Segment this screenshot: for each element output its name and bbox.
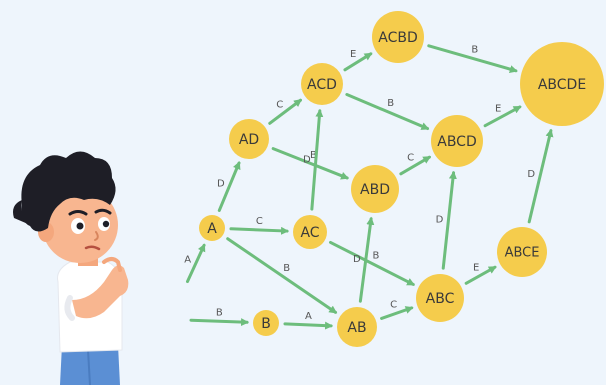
node-label-A: A <box>207 221 217 237</box>
node-ABCD: ABCD <box>431 115 483 167</box>
node-label-AC: AC <box>300 225 319 241</box>
node-circle-B <box>253 310 279 336</box>
edge-label-AD-ACD: C <box>276 100 283 111</box>
node-circle-ACBD <box>372 11 424 63</box>
node-label-ABCE: ABCE <box>505 246 540 261</box>
edge-ABD-ABCD <box>399 155 432 176</box>
edge-label-ACD-ABCD: B <box>387 98 394 109</box>
node-ACBD: ACBD <box>372 11 424 63</box>
edge-label-AB-ABD: D <box>353 254 361 265</box>
edge-label-A-AC: C <box>256 216 263 227</box>
node-label-ACBD: ACBD <box>378 30 418 46</box>
edge-ABCD-ABCDE <box>483 105 522 128</box>
node-label-B: B <box>261 316 271 332</box>
node-circle-ABD <box>351 165 399 213</box>
node-circle-AB <box>337 307 377 347</box>
node-circle-ABCD <box>431 115 483 167</box>
node-ABCE: ABCE <box>497 227 547 277</box>
node-B: B <box>253 310 279 336</box>
node-circle-A <box>199 215 225 241</box>
edge-AC-ACD <box>310 108 324 211</box>
edge-ABC-ABCD <box>441 170 457 270</box>
edge-label-B-AB: A <box>305 311 312 322</box>
node-label-AB: AB <box>347 320 366 336</box>
edge-label-AB-ABC: C <box>390 300 397 311</box>
edge-label-ACBD-ABCDE: B <box>471 45 478 56</box>
edge-label-start_A-A: A <box>184 255 191 266</box>
node-circle-ABCE <box>497 227 547 277</box>
node-circle-AC <box>293 215 327 249</box>
edge-start_A-A <box>185 243 206 284</box>
node-ABCDE: ABCDE <box>520 42 604 126</box>
node-circle-ACD <box>301 63 343 105</box>
node-ABD: ABD <box>351 165 399 213</box>
edge-label-ABD-ABCD: C <box>407 153 414 164</box>
edge-A-AD <box>217 161 241 212</box>
edge-label-A-AD: D <box>217 178 225 189</box>
edge-ABC-ABCE <box>464 265 497 285</box>
node-AB: AB <box>337 307 377 347</box>
edge-A-AB <box>226 237 338 314</box>
node-ABC: ABC <box>416 274 464 322</box>
edge-ACBD-ABCDE <box>427 44 518 73</box>
edge-ACD-ABCD <box>345 93 430 131</box>
node-ACD: ACD <box>301 63 343 105</box>
edge-AD-ABD <box>271 147 349 180</box>
edge-ABCE-ABCDE <box>527 128 554 224</box>
edge-AB-ABC <box>380 306 414 320</box>
edge-A-AC <box>229 226 290 235</box>
node-label-ABCDE: ABCDE <box>538 77 586 93</box>
edge-B-AB <box>283 321 334 330</box>
node-circle-AD <box>229 119 269 159</box>
edge-start_B-B <box>189 318 250 327</box>
edge-label-ABC-ABCD: D <box>436 215 444 226</box>
edge-label-ABCE-ABCDE: D <box>527 169 535 180</box>
edge-AD-ACD <box>268 98 303 125</box>
edge-ACD-ACBD <box>343 52 373 72</box>
node-label-ACD: ACD <box>307 77 337 93</box>
node-circle-ABC <box>416 274 464 322</box>
edge-label-ABC-ABCE: E <box>473 262 479 273</box>
node-AD: AD <box>229 119 269 159</box>
node-label-AD: AD <box>239 132 259 148</box>
edge-label-start_B-B: B <box>216 307 223 318</box>
node-A: A <box>199 215 225 241</box>
edge-label-AC-ACD: D <box>303 154 311 165</box>
node-AC: AC <box>293 215 327 249</box>
node-label-ABCD: ABCD <box>437 134 477 150</box>
edge-label-AC-ABC: B <box>373 250 380 261</box>
node-label-ABD: ABD <box>360 182 390 198</box>
edge-AB-ABD <box>358 216 375 303</box>
edge-label-A-AB: B <box>283 263 290 274</box>
node-circle-ABCDE <box>520 42 604 126</box>
edge-label-AD-ABD: B <box>310 150 317 161</box>
thinking-boy-illustration <box>13 151 129 385</box>
node-label-ABC: ABC <box>426 291 455 307</box>
edge-label-ACD-ACBD: E <box>350 49 356 60</box>
edge-AC-ABC <box>329 240 416 286</box>
edge-label-ABCD-ABCDE: E <box>495 103 501 114</box>
